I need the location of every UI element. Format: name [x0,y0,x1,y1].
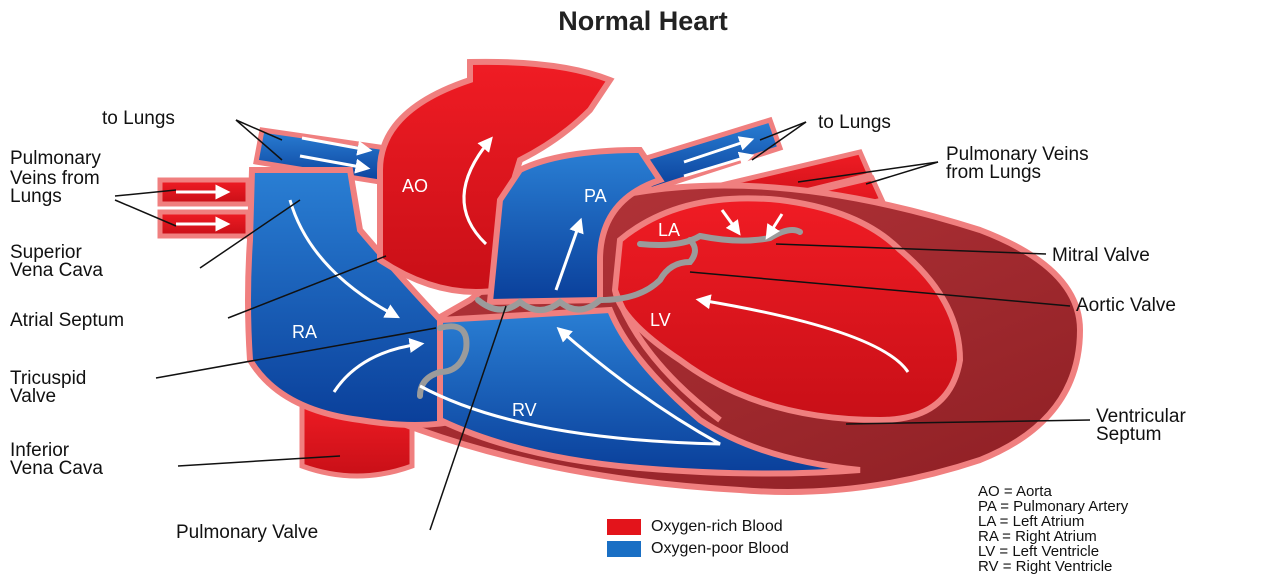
abbreviation-item: AO = Aorta [978,484,1128,499]
legend-label: Oxygen-rich Blood [651,518,783,536]
label-to-lungs-left: to Lungs [102,108,175,130]
legend-label: Oxygen-poor Blood [651,540,789,558]
label-atrial-septum: Atrial Septum [10,310,124,332]
abbreviation-item: RA = Right Atrium [978,529,1128,544]
legend-swatch-oxygen-rich [607,519,641,535]
chamber-rv: RV [512,400,537,420]
chamber-pa: PA [584,186,607,206]
chamber-ra: RA [292,322,317,342]
chamber-la: LA [658,220,680,240]
chamber-lv: LV [650,310,671,330]
label-to-lungs-right: to Lungs [818,112,891,134]
pulmonary-veins-left [160,180,248,236]
label-superior-vena-cava-2: Vena Cava [10,260,103,282]
chamber-ao: AO [402,176,428,196]
abbreviation-item: LA = Left Atrium [978,514,1128,529]
label-inferior-vena-cava-2: Vena Cava [10,458,103,480]
label-aortic-valve: Aortic Valve [1076,295,1176,317]
label-tricuspid-valve-2: Valve [10,386,56,408]
label-pulmonary-veins-left-1: Pulmonary [10,148,101,170]
page-title: Normal Heart [0,6,1286,37]
label-ventricular-septum-2: Septum [1096,424,1161,446]
label-pulmonary-veins-right-2: from Lungs [946,162,1041,184]
abbreviation-item: LV = Left Ventricle [978,544,1128,559]
abbreviation-item: RV = Right Ventricle [978,559,1128,574]
legend-item-oxygen-poor: Oxygen-poor Blood [607,538,789,560]
abbreviation-list: AO = Aorta PA = Pulmonary Artery LA = Le… [978,484,1128,574]
legend-swatch-oxygen-poor [607,541,641,557]
label-mitral-valve: Mitral Valve [1052,245,1150,267]
label-pulmonary-valve: Pulmonary Valve [176,522,318,544]
legend: Oxygen-rich Blood Oxygen-poor Blood [607,516,789,560]
abbreviation-item: PA = Pulmonary Artery [978,499,1128,514]
label-pulmonary-veins-left-3: Lungs [10,186,62,208]
legend-item-oxygen-rich: Oxygen-rich Blood [607,516,789,538]
